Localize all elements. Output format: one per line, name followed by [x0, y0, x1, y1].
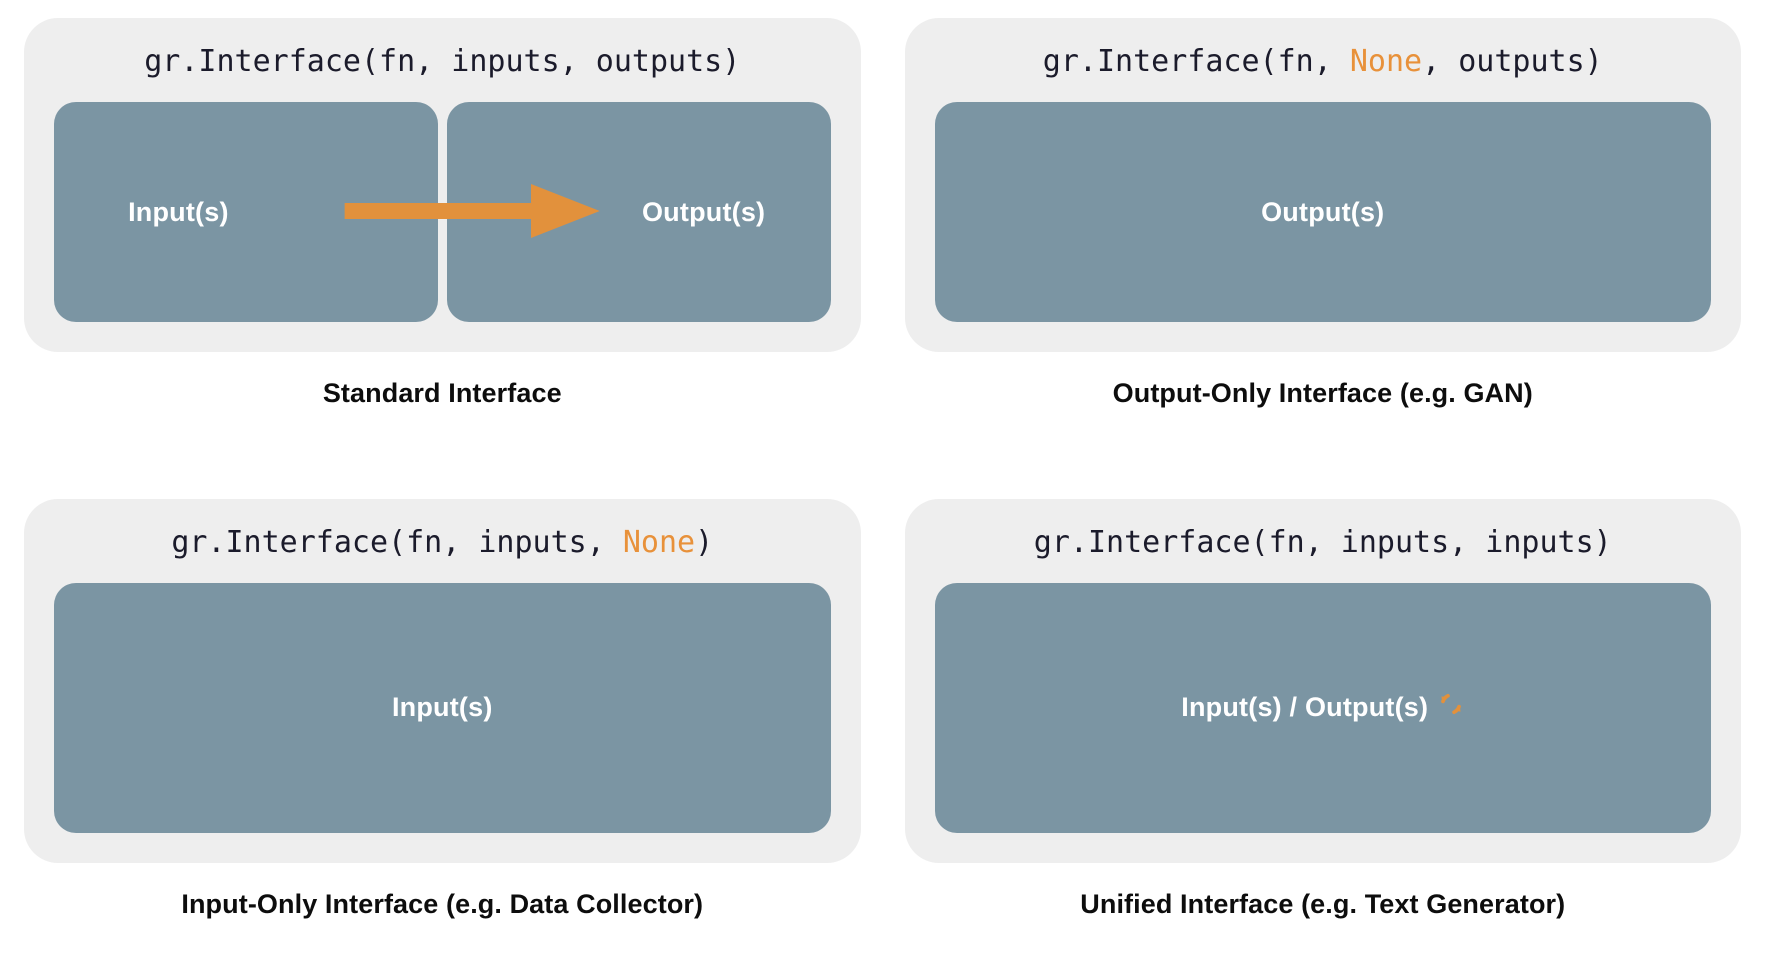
code-signature-post: , outputs) [1422, 44, 1603, 79]
output-box[interactable]: Output(s) [446, 102, 831, 322]
panel-output-only-interface: gr.Interface(fn, None, outputs) Output(s… [904, 18, 1741, 485]
code-keyword-none: None [622, 524, 696, 560]
panel-standard-interface: gr.Interface(fn, inputs, outputs) Input(… [24, 18, 861, 485]
output-box-label: Output(s) [1261, 196, 1385, 227]
code-signature-unified: gr.Interface(fn, inputs, inputs) [1034, 525, 1612, 561]
panel-input-only-interface: gr.Interface(fn, inputs, None) Input(s) … [24, 498, 861, 966]
input-box-label: Input(s) [391, 692, 493, 722]
caption-input-only-interface: Input-Only Interface (e.g. Data Collecto… [181, 888, 704, 919]
code-signature-pre: gr.Interface(fn, inputs, [171, 524, 623, 560]
code-signature-standard: gr.Interface(fn, inputs, outputs) [144, 44, 740, 80]
input-box-label: Input(s) [128, 196, 229, 227]
code-signature-text: gr.Interface(fn, inputs, outputs) [144, 44, 741, 79]
code-signature-pre: gr.Interface(fn, [1042, 44, 1350, 79]
code-signature-post: ) [695, 524, 714, 560]
input-output-box[interactable]: Input(s) / Output(s) [934, 582, 1711, 833]
card-unified-interface: gr.Interface(fn, inputs, inputs) Input(s… [904, 498, 1741, 863]
box-row-unified: Input(s) / Output(s) [934, 582, 1711, 833]
card-standard-interface: gr.Interface(fn, inputs, outputs) Input(… [24, 18, 861, 352]
code-signature-input-only: gr.Interface(fn, inputs, None) [171, 525, 713, 561]
card-output-only-interface: gr.Interface(fn, None, outputs) Output(s… [904, 18, 1741, 352]
code-signature-text: gr.Interface(fn, inputs, inputs) [1033, 524, 1612, 560]
caption-unified-interface: Unified Interface (e.g. Text Generator) [1080, 888, 1566, 919]
cycle-refresh-icon [1438, 691, 1464, 724]
caption-output-only-interface: Output-Only Interface (e.g. GAN) [1112, 378, 1533, 408]
code-signature-output-only: gr.Interface(fn, None, outputs) [1043, 44, 1603, 80]
box-row-standard: Input(s) Output(s) [54, 102, 831, 322]
input-box[interactable]: Input(s) [54, 102, 438, 322]
input-box[interactable]: Input(s) [54, 582, 831, 833]
card-input-only-interface: gr.Interface(fn, inputs, None) Input(s) [24, 498, 861, 863]
input-output-box-label: Input(s) / Output(s) [1181, 692, 1429, 722]
box-row-output-only: Output(s) [934, 102, 1711, 322]
caption-standard-interface: Standard Interface [322, 378, 562, 408]
code-keyword-none: None [1349, 44, 1423, 79]
output-box[interactable]: Output(s) [934, 102, 1711, 322]
output-box-label: Output(s) [641, 196, 766, 227]
box-row-input-only: Input(s) [54, 582, 831, 833]
panel-unified-interface: gr.Interface(fn, inputs, inputs) Input(s… [904, 498, 1741, 966]
